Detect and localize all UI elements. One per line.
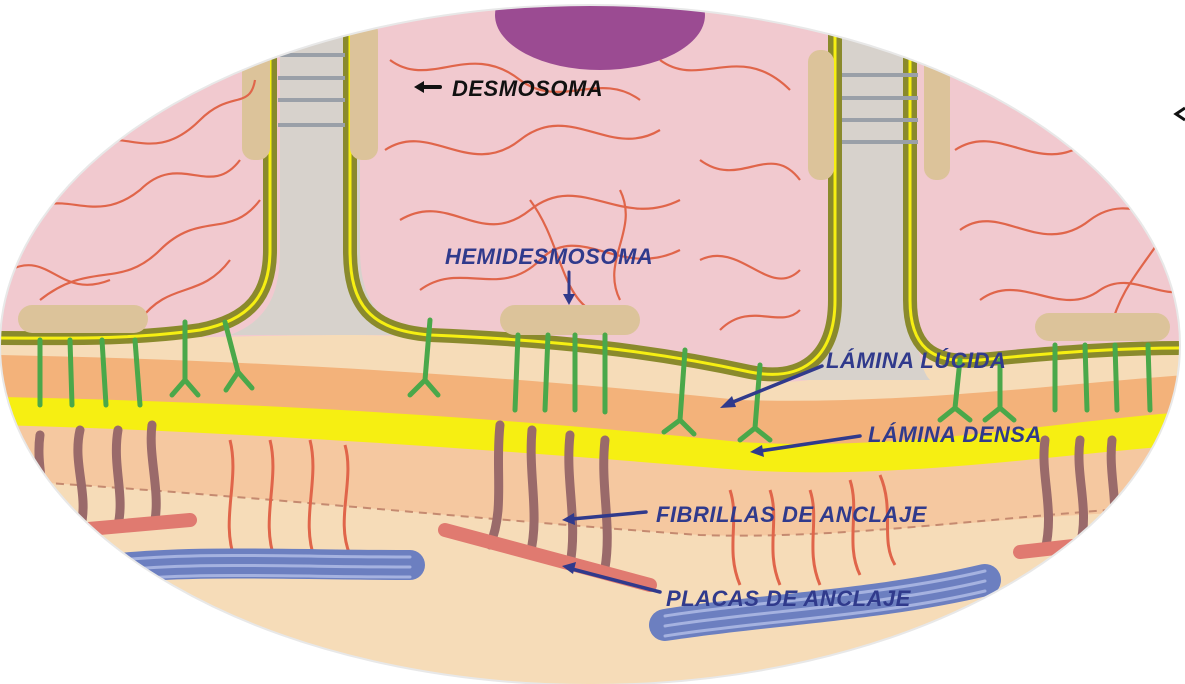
label-desmosoma: DESMOSOMA xyxy=(452,76,603,101)
hemidesmosome-plaque-center xyxy=(500,305,640,335)
label-fibrillas-de-anclaje: FIBRILLAS DE ANCLAJE xyxy=(656,502,928,527)
corner-mark xyxy=(1176,108,1185,120)
label-lamina-lucida: LÁMINA LÚCIDA xyxy=(826,348,1006,373)
label-placas-de-anclaje: PLACAS DE ANCLAJE xyxy=(666,586,912,611)
label-lamina-densa: LÁMINA DENSA xyxy=(868,422,1042,447)
collagen-bundle-left xyxy=(120,555,410,580)
hemidesmosome-plaque-right xyxy=(1035,313,1170,341)
hemidesmosome-plaque-left xyxy=(18,305,148,333)
label-hemidesmosoma: HEMIDESMOSOMA xyxy=(445,244,653,269)
